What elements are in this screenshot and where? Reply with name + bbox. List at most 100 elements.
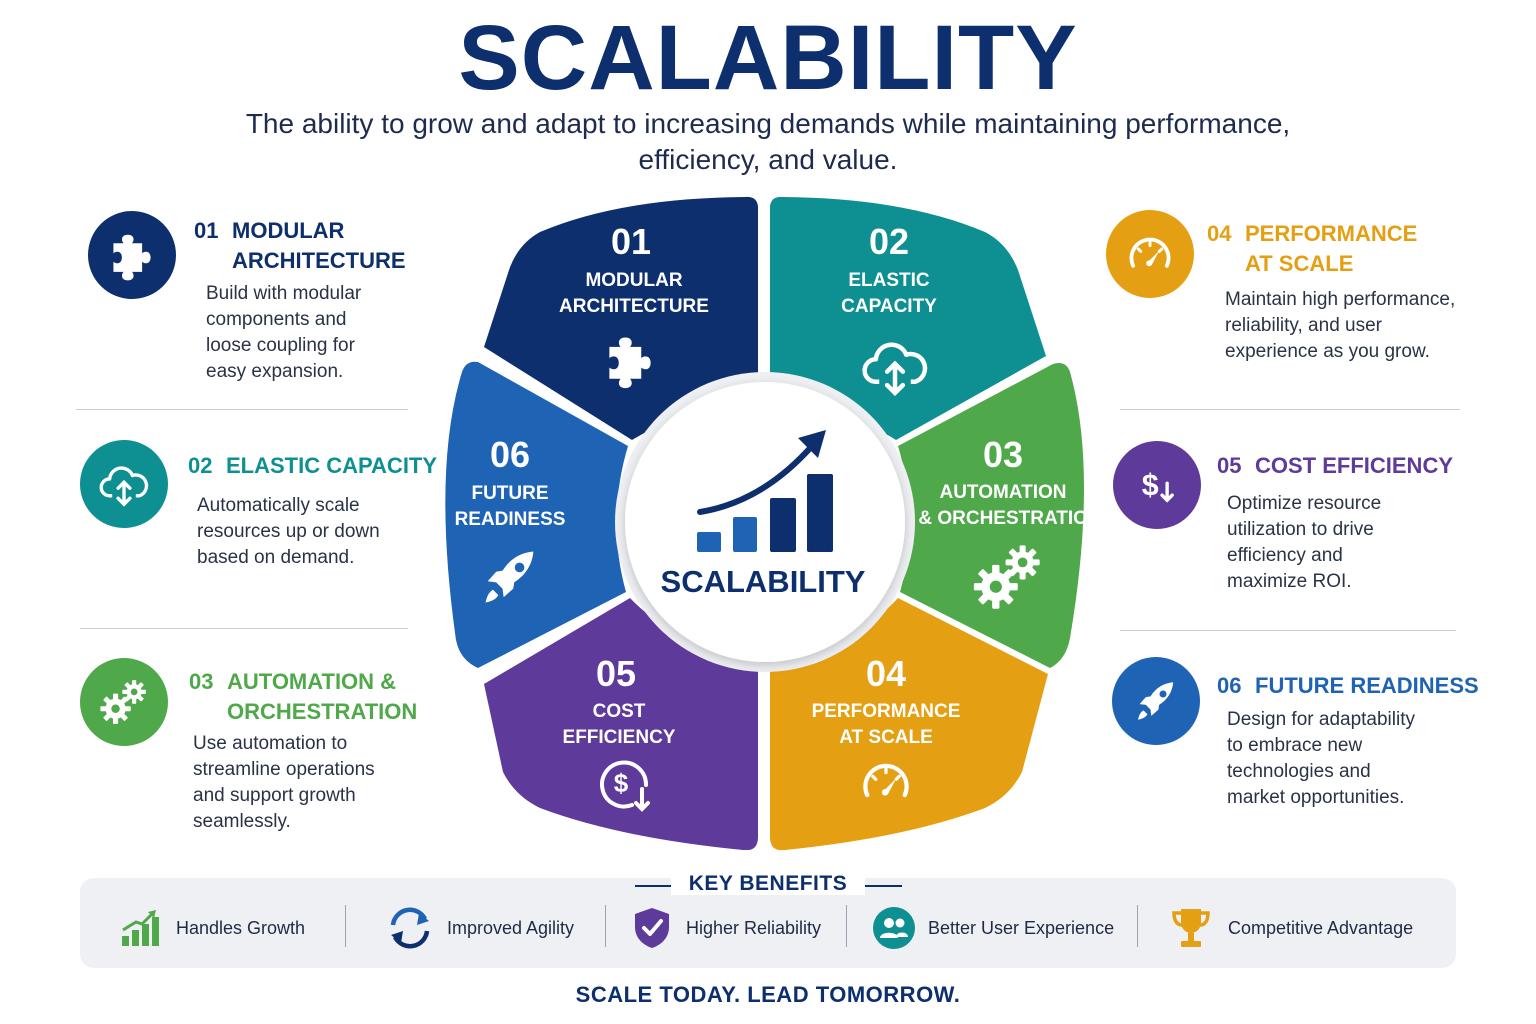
desc-line: experience as you grow. (1225, 341, 1430, 362)
desc-line: Maintain high performance, (1225, 289, 1456, 310)
item-number: 01 (194, 218, 219, 243)
subtitle-line-1: The ability to grow and adapt to increas… (245, 108, 1291, 139)
desc-line: Optimize resource (1227, 493, 1382, 514)
item-number: 02 (188, 453, 213, 478)
growth-bars-icon (122, 910, 159, 946)
trophy-icon (1172, 909, 1210, 947)
left-item-heading: 01 MODULAR ARCHITECTURE (194, 216, 406, 276)
benefit-improved-agility: Improved Agility (385, 905, 574, 951)
benefit-label: Competitive Advantage (1228, 917, 1414, 938)
title-rule (856, 885, 902, 887)
item-name-line-1: COST EFFICIENCY (1255, 453, 1454, 478)
wheel-segment-04 (770, 598, 1048, 850)
title-rule (635, 885, 681, 887)
divider (1120, 630, 1456, 631)
item-description: Automatically scale resources up or down… (197, 493, 380, 571)
benefit-separator (846, 905, 847, 947)
segment-number: 05 (596, 653, 636, 694)
desc-line: Build with modular (206, 283, 362, 304)
dollar-down-icon (1113, 441, 1201, 529)
item-number: 05 (1217, 453, 1242, 478)
desc-line: resources up or down (197, 521, 380, 542)
benefit-label: Higher Reliability (686, 917, 822, 938)
center-label: SCALABILITY (661, 564, 866, 599)
shield-check-icon (635, 908, 669, 948)
wheel-segment-03 (898, 363, 1084, 668)
benefit-handles-growth: Handles Growth (120, 905, 305, 951)
desc-line: reliability, and user (1225, 315, 1383, 336)
benefit-separator (345, 905, 346, 947)
desc-line: easy expansion. (206, 361, 344, 382)
item-name-line-1: AUTOMATION & (227, 669, 397, 694)
item-description: Design for adaptability to embrace new t… (1227, 707, 1415, 811)
desc-line: Use automation to (193, 733, 348, 754)
segment-label: AT SCALE (839, 727, 933, 748)
gears-icon (80, 658, 168, 746)
subtitle-line-2: efficiency, and value. (638, 144, 898, 175)
segment-label: EFFICIENCY (563, 727, 676, 748)
benefit-better-user-experience: Better User Experience (872, 905, 1114, 951)
segment-label: FUTURE (471, 483, 548, 504)
right-item-heading: 04 PERFORMANCE AT SCALE (1207, 219, 1417, 279)
segment-label: COST (593, 701, 646, 722)
benefit-competitive-advantage: Competitive Advantage (1170, 905, 1413, 951)
desc-line: maximize ROI. (1227, 571, 1352, 592)
item-number: 03 (189, 669, 214, 694)
desc-line: efficiency and (1227, 545, 1343, 566)
center-circle (625, 382, 905, 662)
right-item-heading: 05 COST EFFICIENCY (1217, 451, 1453, 481)
benefit-label: Improved Agility (447, 917, 575, 938)
cloud-arrows-icon (80, 440, 168, 528)
item-name-line-1: ELASTIC CAPACITY (226, 453, 438, 478)
divider (76, 409, 408, 410)
item-number: 06 (1217, 673, 1242, 698)
segment-number: 02 (869, 221, 909, 262)
item-name-line-1: MODULAR (232, 218, 345, 243)
item-description: Maintain high performance, reliability, … (1225, 287, 1455, 365)
desc-line: Automatically scale (197, 495, 360, 516)
wheel-segment-02 (770, 196, 1046, 440)
desc-line: loose coupling for (206, 335, 355, 356)
desc-line: market opportunities. (1227, 787, 1405, 808)
item-description: Optimize resource utilization to drive e… (1227, 491, 1381, 595)
item-description: Use automation to streamline operations … (193, 731, 375, 835)
benefit-label: Better User Experience (928, 917, 1115, 938)
desc-line: technologies and (1227, 761, 1371, 782)
item-name-line-1: FUTURE READINESS (1255, 673, 1479, 698)
left-item-heading: 02 ELASTIC CAPACITY (188, 451, 437, 481)
segment-number: 03 (983, 434, 1023, 475)
key-benefits-title: KEY BENEFITS (0, 872, 1536, 896)
item-name-line-1: PERFORMANCE (1245, 221, 1418, 246)
desc-line: to embrace new (1227, 735, 1363, 756)
segment-label: PERFORMANCE (812, 701, 961, 722)
desc-line: utilization to drive (1227, 519, 1374, 540)
left-item-heading: 03 AUTOMATION & ORCHESTRATION (189, 667, 417, 727)
item-name-line-2: ORCHESTRATION (227, 699, 418, 724)
segment-label: READINESS (455, 509, 566, 530)
desc-line: streamline operations (193, 759, 375, 780)
desc-line: seamlessly. (193, 811, 291, 832)
scalability-wheel: SCALABILITY 01 MODULAR ARCHITECTURE 02 E… (445, 196, 1100, 850)
wheel-segment-05 (484, 598, 758, 850)
users-icon (873, 907, 915, 949)
segment-label: ELASTIC (848, 270, 930, 291)
item-number: 04 (1207, 221, 1232, 246)
item-name-line-2: AT SCALE (1245, 251, 1354, 276)
segment-number: 04 (866, 653, 906, 694)
item-description: Build with modular components and loose … (206, 281, 361, 385)
segment-number: 01 (611, 221, 651, 262)
desc-line: and support growth (193, 785, 356, 806)
rocket-icon (1112, 657, 1200, 745)
benefit-separator (1137, 905, 1138, 947)
divider (80, 628, 408, 629)
benefit-higher-reliability: Higher Reliability (632, 905, 821, 951)
desc-line: based on demand. (197, 547, 355, 568)
segment-label: CAPACITY (841, 296, 937, 317)
segment-label: MODULAR (585, 270, 682, 291)
desc-line: components and (206, 309, 347, 330)
item-name-line-2: ARCHITECTURE (232, 248, 406, 273)
benefit-label: Handles Growth (176, 917, 306, 938)
segment-label: AUTOMATION (939, 482, 1066, 503)
segment-label: & ORCHESTRATION (918, 508, 1100, 529)
right-item-heading: 06 FUTURE READINESS (1217, 671, 1479, 701)
